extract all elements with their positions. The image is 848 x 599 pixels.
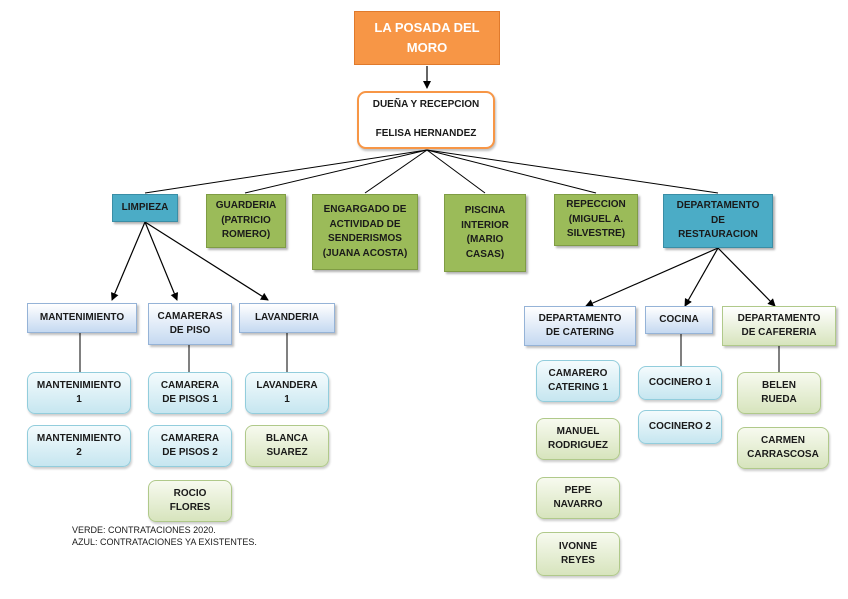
- dept-restauracion: DEPARTAMENTO DE RESTAURACION: [663, 194, 773, 248]
- dept-senderismo: ENGARGADO DE ACTIVIDAD DE SENDERISMOS (J…: [312, 194, 418, 270]
- legend: VERDE: CONTRATACIONES 2020. AZUL: CONTRA…: [72, 524, 257, 548]
- staff-ivonne-reyes: IVONNE REYES: [536, 532, 620, 576]
- dept-guarderia: GUARDERIA (PATRICIO ROMERO): [206, 194, 286, 248]
- staff-mantenimiento-1: MANTENIMIENTO 1: [27, 372, 131, 414]
- staff-mantenimiento-2: MANTENIMIENTO 2: [27, 425, 131, 467]
- restauracion-arrows: [585, 247, 776, 307]
- title-box: LA POSADA DEL MORO: [354, 11, 500, 65]
- legend-blue: AZUL: CONTRATACIONES YA EXISTENTES.: [72, 537, 257, 548]
- staff-camarera-2: CAMARERA DE PISOS 2: [148, 425, 232, 467]
- staff-rocio-flores: ROCIO FLORES: [148, 480, 232, 522]
- staff-manuel-rodriguez: MANUEL RODRIGUEZ: [536, 418, 620, 460]
- section-cafeteria: DEPARTAMENTO DE CAFERERIA: [722, 306, 836, 346]
- owner-box: DUEÑA Y RECEPCION FELISA HERNANDEZ: [357, 91, 495, 149]
- staff-belen-rueda: BELEN RUEDA: [737, 372, 821, 414]
- dept-limpieza: LIMPIEZA: [112, 194, 178, 222]
- staff-carmen-carrascosa: CARMEN CARRASCOSA: [737, 427, 829, 469]
- section-cocina: COCINA: [645, 306, 713, 334]
- section-lavanderia: LAVANDERIA: [239, 303, 335, 333]
- staff-camarera-1: CAMARERA DE PISOS 1: [148, 372, 232, 414]
- limpieza-arrows: [111, 221, 269, 301]
- section-connectors: [79, 333, 780, 372]
- legend-green: VERDE: CONTRATACIONES 2020.: [72, 525, 216, 535]
- section-mantenimiento: MANTENIMIENTO: [27, 303, 137, 333]
- staff-cocinero-1: COCINERO 1: [638, 366, 722, 400]
- staff-pepe-navarro: PEPE NAVARRO: [536, 477, 620, 519]
- section-camareras: CAMARERAS DE PISO: [148, 303, 232, 345]
- dept-recepcion: REPECCION (MIGUEL A. SILVESTRE): [554, 194, 638, 246]
- staff-cocinero-2: COCINERO 2: [638, 410, 722, 444]
- dept-piscina: PISCINA INTERIOR (MARIO CASAS): [444, 194, 526, 272]
- staff-blanca-suarez: BLANCA SUAREZ: [245, 425, 329, 467]
- owner-connectors: [144, 149, 719, 194]
- staff-lavandera-1: LAVANDERA 1: [245, 372, 329, 414]
- section-catering: DEPARTAMENTO DE CATERING: [524, 306, 636, 346]
- staff-camarero-catering-1: CAMARERO CATERING 1: [536, 360, 620, 402]
